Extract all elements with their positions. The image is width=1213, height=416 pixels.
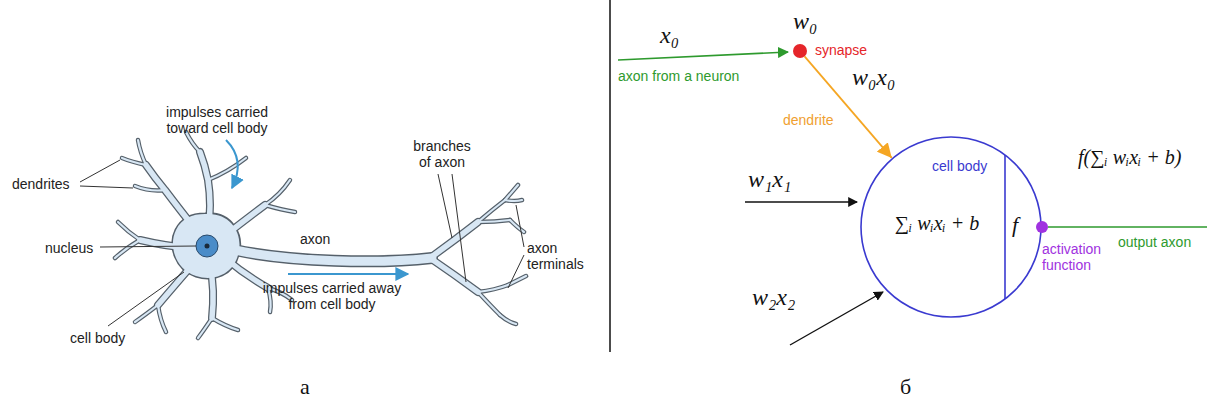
node-dot (1036, 221, 1048, 233)
part-label: branches of axon (408, 138, 476, 170)
part-label: dendrites (12, 176, 70, 192)
cell-body-outline (861, 137, 1041, 317)
panel-caption: а (300, 374, 310, 399)
weighted-input: w₀x₀ (852, 64, 895, 92)
axon-label: output axon (1118, 234, 1191, 250)
activation-label: activation function (1042, 241, 1116, 273)
synapse-label: synapse (815, 42, 867, 58)
input-axon (618, 52, 788, 60)
input-arrow (745, 201, 857, 202)
activation-symbol: f (1012, 212, 1018, 237)
weight-symbol: w₀ (793, 8, 817, 36)
cell-body-label: cell body (932, 158, 987, 174)
node-dot (793, 44, 807, 58)
synapse-dot: synapse (793, 44, 807, 58)
leader-line (100, 246, 196, 247)
panel-caption: б (900, 374, 911, 399)
dendrite-fill (115, 132, 526, 338)
dendrite-outline (140, 152, 478, 318)
leader-line (80, 186, 133, 188)
node-dot (1036, 221, 1048, 233)
output-axon (1048, 226, 1207, 228)
dendrite-outline (115, 132, 526, 338)
impulse-arrow (288, 273, 408, 275)
node-dot (793, 44, 807, 58)
leader-line (452, 174, 466, 282)
dendrite-fill (140, 152, 478, 318)
dendrite-label: dendrite (783, 112, 834, 128)
leader-line (80, 160, 120, 182)
cell-body-circle: cell body ∑ᵢ wᵢxᵢ + b f (860, 136, 1042, 318)
activation-dot: activation function (1036, 221, 1048, 233)
axon (235, 250, 432, 261)
axon-label: axon from a neuron (618, 68, 739, 84)
output-formula: f(∑ᵢ wᵢxᵢ + b) (1078, 146, 1181, 169)
leader-line (438, 174, 452, 238)
nucleus (196, 235, 218, 257)
weighted-sum: ∑ᵢ wᵢxᵢ + b (872, 212, 1002, 235)
part-label: axon (300, 231, 330, 247)
leader-line (508, 255, 524, 288)
activation-divider (1004, 155, 1006, 299)
panel-divider (609, 0, 611, 352)
leader-line (108, 272, 184, 326)
leader-line (516, 205, 524, 247)
impulse-note: impulses carried toward cell body (158, 104, 276, 136)
weighted-input: w₁x₁ (748, 166, 791, 194)
impulse-note: impulses carried away from cell body (262, 280, 402, 312)
part-label: cell body (70, 330, 125, 346)
impulse-arrow (226, 140, 238, 188)
weighted-input: w₂x₂ (752, 284, 795, 312)
nucleolus (205, 244, 210, 249)
part-label: nucleus (45, 240, 93, 256)
part-label: axon terminals (527, 240, 597, 272)
input-symbol: x₀ (660, 22, 679, 50)
axon-outline (235, 250, 432, 261)
input-arrow (790, 292, 883, 345)
